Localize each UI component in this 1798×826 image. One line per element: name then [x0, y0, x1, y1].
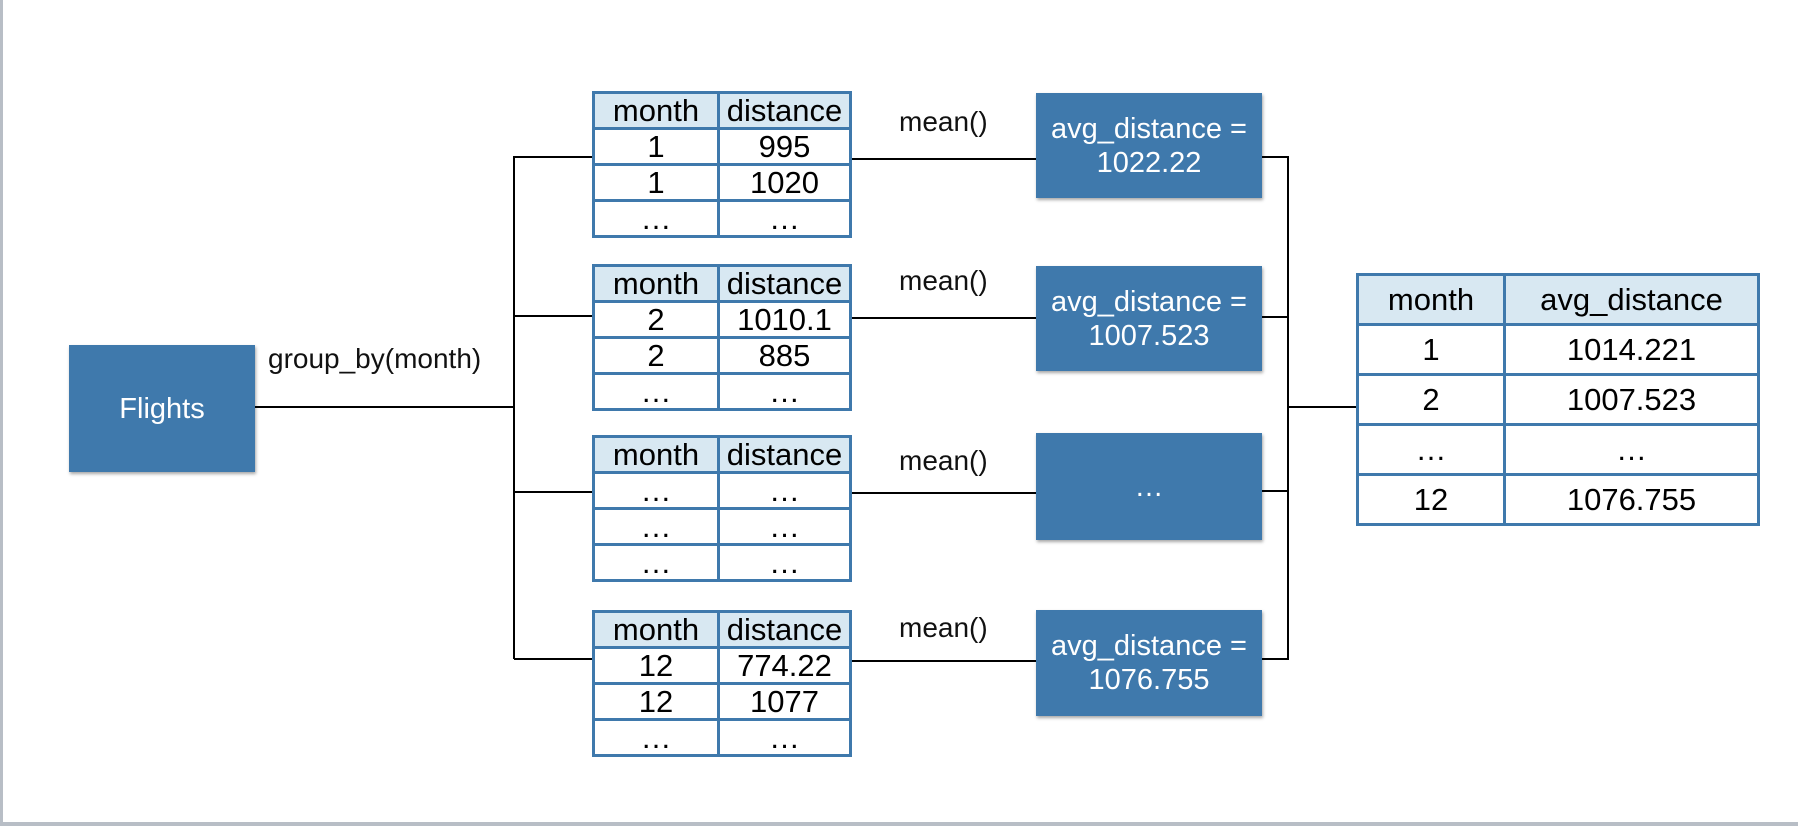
table-cell: 774.22 — [717, 646, 852, 685]
flights-label: Flights — [119, 392, 205, 425]
table-cell: 1 — [592, 163, 720, 202]
table-row: 2 1010.1 — [592, 300, 852, 339]
table-header-row: month distance — [592, 610, 852, 649]
header-cell-distance: distance — [717, 91, 852, 130]
result-label-3: … — [1134, 470, 1164, 503]
result-box-1: avg_distance = 1022.22 — [1036, 93, 1262, 198]
table-cell: 12 — [1356, 473, 1506, 526]
table-cell: … — [1356, 423, 1506, 476]
flights-box: Flights — [69, 345, 255, 472]
table-row: … … — [592, 543, 852, 582]
mean-label-4: mean() — [899, 612, 988, 643]
group-table-1: month distance 1 995 1 1020 … … — [592, 91, 852, 238]
group-table-3: month distance … … … … … … — [592, 435, 852, 582]
header-cell-month: month — [592, 91, 720, 130]
header-cell-month: month — [592, 435, 720, 474]
result-label-4: avg_distance = 1076.755 — [1051, 630, 1247, 696]
table-cell: 2 — [1356, 373, 1506, 426]
group-table-4: month distance 12 774.22 12 1077 … … — [592, 610, 852, 757]
table-row: 12 1077 — [592, 682, 852, 721]
table-cell: … — [717, 471, 852, 510]
table-row: 1 1020 — [592, 163, 852, 202]
table-row: … … — [592, 507, 852, 546]
connector-lines — [255, 156, 1356, 662]
header-cell-distance: distance — [717, 435, 852, 474]
table-cell: 12 — [592, 646, 720, 685]
diagram-canvas: Flights group_by(month) month distance 1… — [3, 0, 1798, 822]
result-box-2: avg_distance = 1007.523 — [1036, 266, 1262, 371]
table-cell: 12 — [592, 682, 720, 721]
mean-label-1: mean() — [899, 106, 988, 137]
table-cell: … — [717, 372, 852, 411]
table-cell: 1010.1 — [717, 300, 852, 339]
table-row: 12 774.22 — [592, 646, 852, 685]
table-row: … … — [592, 372, 852, 411]
group-by-label: group_by(month) — [268, 343, 482, 374]
table-cell: 1 — [592, 127, 720, 166]
header-cell-distance: distance — [717, 610, 852, 649]
table-cell: … — [592, 372, 720, 411]
table-cell: … — [717, 543, 852, 582]
table-row: 12 1076.755 — [1356, 473, 1760, 526]
table-cell: 1014.221 — [1503, 323, 1760, 376]
table-header-row: month distance — [592, 435, 852, 474]
header-cell-month: month — [1356, 273, 1506, 326]
table-cell: … — [592, 543, 720, 582]
table-header-row: month distance — [592, 91, 852, 130]
table-row: … … — [592, 471, 852, 510]
table-cell: 1 — [1356, 323, 1506, 376]
table-cell: 995 — [717, 127, 852, 166]
table-cell: … — [592, 471, 720, 510]
result-box-4: avg_distance = 1076.755 — [1036, 610, 1262, 716]
header-cell-month: month — [592, 610, 720, 649]
table-row: 1 995 — [592, 127, 852, 166]
table-cell: … — [592, 199, 720, 238]
mean-label-2: mean() — [899, 265, 988, 296]
table-cell: … — [1503, 423, 1760, 476]
table-cell: 1076.755 — [1503, 473, 1760, 526]
output-table: month avg_distance 1 1014.221 2 1007.523… — [1356, 273, 1760, 526]
table-header-row: month distance — [592, 264, 852, 303]
header-cell-avg-distance: avg_distance — [1503, 273, 1760, 326]
table-cell: 1077 — [717, 682, 852, 721]
table-cell: 1007.523 — [1503, 373, 1760, 426]
table-cell: … — [717, 199, 852, 238]
table-cell: 2 — [592, 300, 720, 339]
table-row: … … — [1356, 423, 1760, 476]
table-cell: … — [717, 507, 852, 546]
table-cell: 1020 — [717, 163, 852, 202]
table-row: … … — [592, 199, 852, 238]
result-label-2: avg_distance = 1007.523 — [1051, 285, 1247, 352]
group-table-2: month distance 2 1010.1 2 885 … … — [592, 264, 852, 411]
mean-label-3: mean() — [899, 445, 988, 476]
header-cell-distance: distance — [717, 264, 852, 303]
table-header-row: month avg_distance — [1356, 273, 1760, 326]
table-cell: 885 — [717, 336, 852, 375]
table-row: 1 1014.221 — [1356, 323, 1760, 376]
table-row: 2 885 — [592, 336, 852, 375]
table-cell: … — [592, 718, 720, 757]
table-row: … … — [592, 718, 852, 757]
result-label-1: avg_distance = 1022.22 — [1051, 112, 1247, 179]
header-cell-month: month — [592, 264, 720, 303]
table-cell: … — [592, 507, 720, 546]
table-cell: 2 — [592, 336, 720, 375]
table-row: 2 1007.523 — [1356, 373, 1760, 426]
result-box-3: … — [1036, 433, 1262, 540]
table-cell: … — [717, 718, 852, 757]
